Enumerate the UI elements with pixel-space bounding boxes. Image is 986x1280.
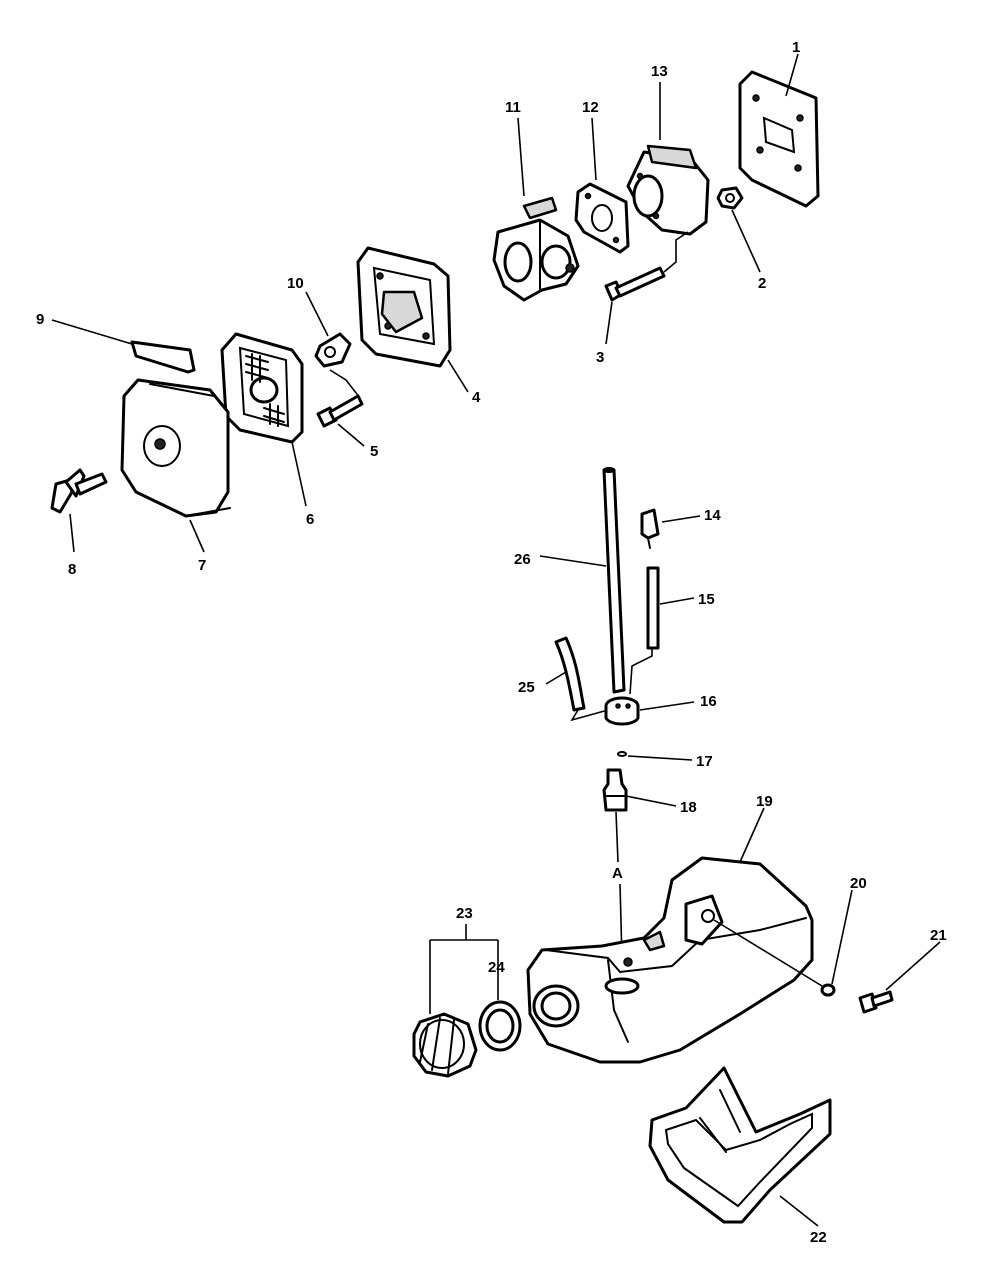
part-25-return-line[interactable]	[554, 636, 609, 722]
callout-21: 21	[930, 927, 947, 944]
part-9-filter-pad[interactable]	[130, 340, 196, 374]
part-12-gasket[interactable]	[574, 182, 630, 254]
part-2-nut[interactable]	[716, 186, 744, 210]
callout-7: 7	[198, 557, 206, 574]
part-1-gasket[interactable]	[738, 70, 820, 208]
callout-3: 3	[596, 349, 604, 366]
part-19-fuel-tank[interactable]	[526, 856, 814, 1064]
part-23-fuel-cap[interactable]	[412, 1012, 478, 1078]
part-4-filter-base[interactable]	[356, 246, 452, 368]
callout-25: 25	[518, 679, 535, 696]
part-26-fuel-line[interactable]	[602, 467, 626, 694]
callout-2: 2	[758, 275, 766, 292]
callout-19: 19	[756, 793, 773, 810]
callout-23: 23	[456, 905, 473, 922]
part-8-wing-bolt[interactable]	[50, 468, 108, 514]
callout-5: 5	[370, 443, 378, 460]
callout-6: 6	[306, 511, 314, 528]
callout-15: 15	[698, 591, 715, 608]
callout-16: 16	[700, 693, 717, 710]
part-15-fuel-line[interactable]	[629, 566, 660, 695]
callout-12: 12	[582, 99, 599, 116]
callout-8: 8	[68, 561, 76, 578]
callout-20: 20	[850, 875, 867, 892]
callout-4: 4	[472, 389, 481, 406]
callout-24: 24	[488, 959, 505, 976]
callout-11: 11	[505, 99, 521, 116]
callout-14: 14	[704, 507, 721, 524]
part-11-carburetor[interactable]	[492, 196, 580, 302]
part-6-filter-element[interactable]	[220, 332, 304, 444]
part-3-screw[interactable]	[604, 231, 689, 302]
part-10-bracket[interactable]	[314, 332, 352, 368]
part-18-fuel-filter[interactable]	[602, 768, 628, 812]
part-20-washer[interactable]	[713, 919, 836, 997]
callout-17: 17	[696, 753, 713, 770]
callout-22: 22	[810, 1229, 827, 1246]
part-5-screw[interactable]	[316, 369, 364, 428]
part-14-fuel-weight[interactable]	[640, 508, 660, 549]
part-7-filter-cover[interactable]	[120, 378, 231, 518]
part-17-oring[interactable]	[617, 751, 627, 757]
callout-13: 13	[651, 63, 668, 80]
part-16-grommet[interactable]	[604, 696, 640, 726]
reference-marker-a: A	[612, 865, 623, 882]
part-22-tank-frame[interactable]	[648, 1066, 832, 1224]
part-24-cap-gasket[interactable]	[478, 1000, 522, 1052]
callout-1: 1	[792, 39, 800, 56]
part-13-insulator[interactable]	[626, 144, 710, 236]
callout-26: 26	[514, 551, 531, 568]
callout-9: 9	[36, 311, 44, 328]
part-21-bolt[interactable]	[858, 990, 894, 1014]
callout-10: 10	[287, 275, 304, 292]
callout-18: 18	[680, 799, 697, 816]
